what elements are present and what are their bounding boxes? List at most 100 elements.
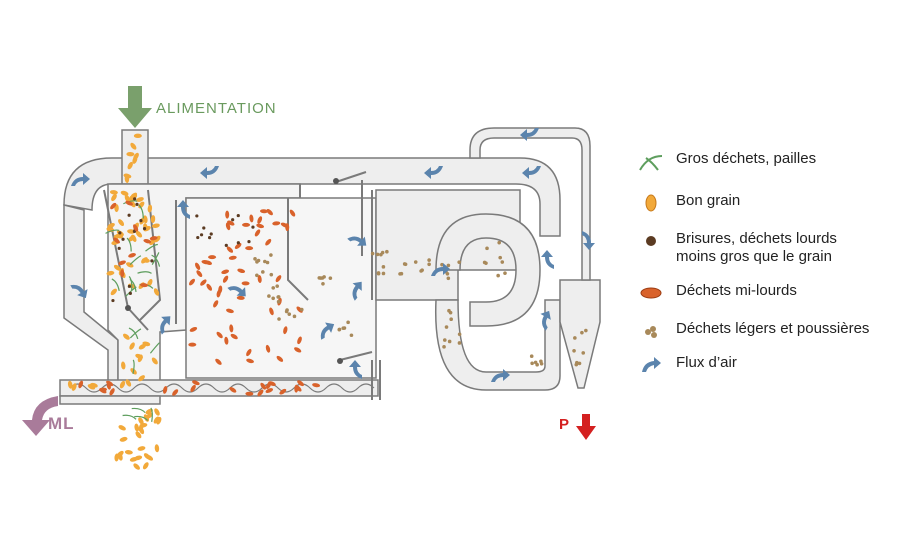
straw-particle [137,271,152,274]
medium-waste-particle [249,214,254,223]
medium-waste-particle [99,388,107,394]
dust-particle [457,332,462,337]
dust-particle [427,258,431,262]
good-grain-particle [127,161,133,170]
straw-particle [149,342,160,354]
good-grain-particle [154,444,160,453]
good-grain-particle [106,270,115,276]
dust-particle [496,273,500,278]
good-grain-particle [134,423,139,432]
airflow-arrow [541,250,554,269]
medium-waste-particle [200,279,207,286]
airflow-arrow [582,231,595,250]
good-grain-particle [126,151,135,157]
straw-particle [151,252,160,265]
dust-particle [445,272,450,276]
dust-particle [275,284,280,288]
broken-grain-particle [150,259,154,263]
medium-waste-particle [218,285,223,294]
good-grain-particle [71,383,77,391]
dust-particle [573,336,577,340]
medium-waste-particle [128,253,136,258]
airflow-arrow [352,281,362,301]
good-grain-particle [138,343,147,350]
feed-label: ALIMENTATION [156,100,277,117]
good-grain-particle [87,384,96,390]
dust-particle [449,317,453,321]
legend-label: Bon grain [676,192,741,209]
dust-particle [572,348,576,353]
medium-waste-particle [257,216,263,224]
good-grain-particle [150,215,156,224]
broken-grain-particle [127,213,131,217]
medium-waste-particle [297,380,304,387]
airflow-arrow [522,166,541,179]
broken-grain-particle [135,202,139,206]
good-grain-particle [119,380,126,389]
broken-grain-particle [121,237,125,241]
dust-particle [269,253,273,257]
medium-waste-particle [189,326,198,332]
good-grain-particle [129,342,135,350]
good-grain-particle [136,197,144,202]
dust-particle [500,260,505,264]
legend-label: Déchets mi-lourds [676,282,797,299]
medium-waste-particle [109,388,115,396]
particle-cloud [67,133,588,470]
dust-particle [447,339,452,344]
dust-particle [276,299,281,304]
medium-waste-particle [227,220,235,226]
dust-particle [442,338,447,342]
dust-particle [413,260,418,264]
medium-waste-particle [237,268,246,274]
dust-particle [263,259,267,264]
dust-particle [342,326,347,330]
dust-particle [380,250,385,255]
dust-particle [503,271,507,275]
medium-waste-particle [225,222,231,231]
straw-particle [129,328,142,339]
good-grain-particle [127,229,136,234]
legend-label-line2: moins gros que le grain [676,248,832,265]
medium-waste-particle [113,237,120,244]
dust-particle [577,361,582,366]
ml-label: ML [48,414,75,433]
good-grain-particle [119,436,128,442]
good-grain-particle [113,264,121,271]
broken-grain-particle [195,214,199,218]
broken-grain-particle [133,197,137,201]
flap-pivot-top [333,178,339,184]
dust-particle [446,263,451,268]
broken-grain-particle [251,225,255,229]
good-grain-particle [151,223,160,229]
airflow-arrow [320,322,335,340]
airflow-arrow [424,166,443,179]
medium-waste-particle [297,336,302,345]
good-grain-particle [138,375,145,382]
straw-particle [132,359,135,375]
airflow-arrow [540,310,551,331]
straw-particle [126,237,132,252]
medium-waste-particle [257,275,262,284]
good-grain-particle [125,379,132,387]
legend-label: Gros déchets, pailles [676,150,817,167]
medium-waste-particle [272,221,281,226]
medium-waste-particle [234,242,242,249]
medium-waste-icon [640,287,662,299]
dust-particle [584,328,588,333]
medium-waste-particle [206,283,213,291]
airflow-arrow [491,369,510,382]
dust-particle [447,308,451,313]
dust-particle [497,240,501,245]
straw-particle [134,415,149,421]
medium-waste-particle [268,381,276,386]
legend-label: Brisures, déchets lourds [676,230,837,247]
medium-waste-particle [230,333,238,340]
dust-particle [370,251,375,256]
medium-waste-particle [228,255,237,260]
good-grain-particle [153,288,160,296]
dust-particle [419,269,423,273]
medium-waste-particle [188,342,197,347]
medium-waste-particle [246,358,254,364]
medium-waste-particle [226,246,234,253]
